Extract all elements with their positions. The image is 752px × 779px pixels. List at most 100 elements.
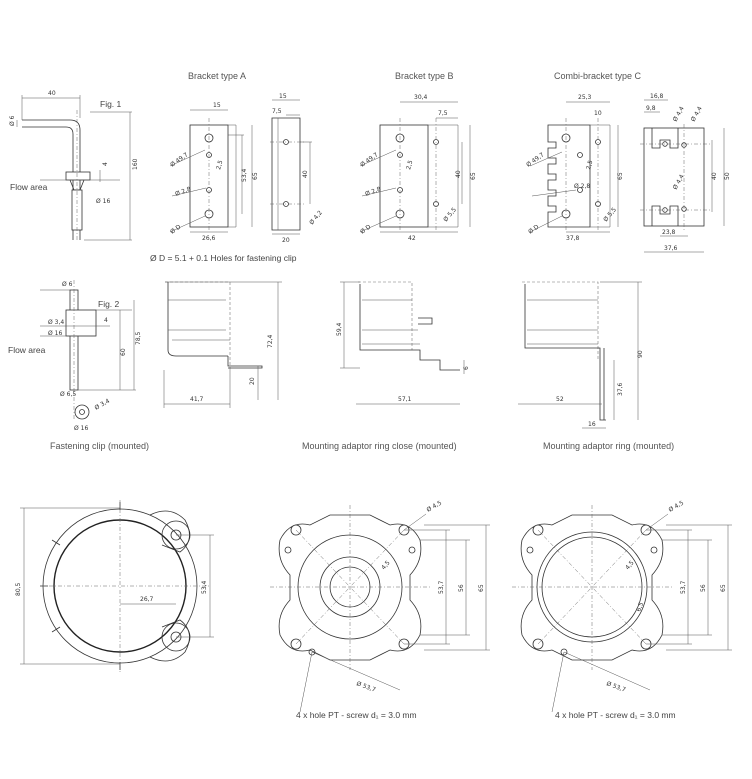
side-dim-59-4: 59,4	[336, 322, 343, 336]
ring-dim-6-5: 6,5	[635, 601, 645, 613]
bracket-a-dim-26-6: 26,6	[202, 235, 216, 242]
combi-c-dim-25-3: 25,3	[578, 94, 592, 101]
side-dim-20: 20	[249, 377, 256, 385]
combi-c-dim-65: 65	[617, 172, 624, 180]
fig2-dim-dia3-4-b: Ø 3,4	[94, 397, 112, 411]
combi-c-side	[640, 99, 725, 253]
bracket-a-dim-diaD: Ø D	[169, 223, 183, 235]
bracket-b-dim-7-5: 7,5	[438, 110, 448, 117]
fig2-dim-dia6-5: Ø 6,5	[60, 391, 76, 398]
combi-c-side-dim-40: 40	[711, 172, 718, 180]
side-dim-37-6: 37,6	[617, 382, 624, 396]
side-view-clip	[163, 281, 282, 408]
fig2-dim-dia6: Ø 6	[62, 281, 73, 288]
bracket-a-dim-dia2-8: Ø 2,8	[174, 186, 192, 198]
bracket-a-front	[169, 109, 253, 233]
title-combi-c: Combi-bracket type C	[554, 71, 642, 81]
bracket-a-side-dim-40: 40	[302, 170, 309, 178]
combi-c-side-dim-37-6: 37,6	[664, 245, 678, 252]
fig2-dim-dia3-4: Ø 3,4	[48, 319, 64, 326]
bracket-a-dim-53-4: 53,4	[241, 168, 248, 182]
title-fastening-clip: Fastening clip (mounted)	[50, 441, 149, 451]
fig2-dim-78-5: 78,5	[135, 331, 142, 345]
ring-dim-53-7: 53,7	[680, 580, 687, 594]
title-bracket-b: Bracket type B	[395, 71, 454, 81]
side-dim-41-7: 41,7	[190, 396, 204, 403]
side-dim-57-1: 57,1	[398, 396, 412, 403]
title-ring-close: Mounting adaptor ring close (mounted)	[302, 441, 457, 451]
fig2-dim-dia16: Ø 16	[48, 330, 62, 337]
title-ring: Mounting adaptor ring (mounted)	[543, 441, 674, 451]
ring-close-dim-4-5: 4,5	[380, 559, 392, 571]
fig1-dim-4: 4	[102, 162, 109, 166]
bracket-a-dim-65: 65	[252, 172, 259, 180]
combi-c-side-dim-dia4-4-a: Ø 4,4	[672, 105, 686, 123]
bracket-b-dim-65: 65	[470, 172, 477, 180]
fig1-dim-160: 160	[132, 158, 139, 170]
fig2-dim-4: 4	[104, 317, 108, 324]
fig1-label: Fig. 1	[100, 99, 122, 109]
bracket-b-dim-dia5-5: Ø 5,5	[442, 206, 458, 223]
bracket-a-side-dim-15: 15	[279, 93, 287, 100]
bracket-a-dim-2-5: 2,5	[215, 159, 224, 170]
screw-note-1: 4 x hole PT - screw d₁ = 3.0 mm	[296, 710, 417, 720]
flow-area-label-2: Flow area	[8, 345, 46, 355]
hole-note: Ø D = 5.1 + 0.1 Holes for fastening clip	[150, 253, 297, 263]
bracket-b-dim-42: 42	[408, 235, 416, 242]
fig1-dim-dia6: Ø 6	[9, 115, 16, 126]
combi-c-side-dim-16-8: 16,8	[650, 93, 664, 100]
bracket-b-dim-dia2-8: Ø 2,8	[364, 186, 382, 198]
bracket-a-side	[270, 99, 312, 235]
fig2-dim-60: 60	[120, 348, 127, 356]
fig2-label: Fig. 2	[98, 299, 120, 309]
bracket-a-dim-15: 15	[213, 102, 221, 109]
combi-c-dim-2-5: 2,5	[585, 159, 594, 170]
side-dim-52: 52	[556, 396, 564, 403]
bracket-b-front	[359, 101, 471, 233]
ring-dim-4-5: 4,5	[624, 559, 636, 571]
bracket-b-dim-30-4: 30,4	[414, 94, 428, 101]
fig2-probe	[40, 280, 136, 420]
ring-close-dim-dia53-7: Ø 53,7	[355, 680, 376, 693]
fig1-probe	[16, 95, 132, 241]
screw-note-2: 4 x hole PT - screw d₁ = 3.0 mm	[555, 710, 676, 720]
title-bracket-a: Bracket type A	[188, 71, 246, 81]
side-dim-90: 90	[637, 350, 644, 358]
bracket-a-side-dim-dia4-2: Ø 4,2	[308, 209, 324, 226]
ring-dim-65: 65	[720, 584, 727, 592]
side-view-ring-close	[340, 281, 465, 405]
fig2-dim-dia16-b: Ø 16	[74, 425, 88, 432]
ring-dim-dia4-5: Ø 4,5	[668, 499, 686, 513]
ring-close-dim-53-7: 53,7	[438, 580, 445, 594]
ring-dim-56: 56	[700, 584, 707, 592]
side-dim-72-4: 72,4	[267, 334, 274, 348]
flow-area-label-1: Flow area	[10, 182, 48, 192]
ring-close-dim-65: 65	[478, 584, 485, 592]
bracket-b-dim-2-5: 2,5	[405, 159, 414, 170]
combi-c-dim-dia49: Ø 49,7	[525, 151, 546, 168]
clip-dim-80-5: 80,5	[15, 582, 22, 596]
ring-close-dim-dia4-5: Ø 4,5	[426, 499, 444, 513]
combi-c-side-dim-23-8: 23,8	[662, 229, 676, 236]
combi-c-side-dim-9-8: 9,8	[646, 105, 656, 112]
bracket-b-dim-dia49: Ø 49,7	[359, 151, 380, 168]
ring-close-dim-56: 56	[458, 584, 465, 592]
bracket-a-side-dim-20: 20	[282, 237, 290, 244]
ring-top	[512, 505, 732, 713]
side-dim-16: 16	[588, 421, 596, 428]
ring-dim-dia53-7: Ø 53,7	[605, 680, 626, 693]
fig1-dim-dia16: Ø 16	[96, 198, 110, 205]
combi-c-dim-dia2-8: Ø 2,8	[574, 183, 590, 190]
combi-c-side-dim-dia4-4-b: Ø 4,4	[690, 105, 704, 123]
combi-c-side-dim-50: 50	[724, 172, 731, 180]
clip-dim-53-4: 53,4	[201, 580, 208, 594]
combi-c-dim-37-8: 37,8	[566, 235, 580, 242]
combi-c-dim-10: 10	[594, 110, 602, 117]
bracket-a-dim-dia49: Ø 49,7	[169, 151, 190, 168]
side-dim-6: 6	[463, 366, 470, 370]
fastening-clip-top	[20, 500, 214, 672]
fig1-dim-40: 40	[48, 90, 56, 97]
clip-dim-26-7: 26,7	[140, 596, 154, 603]
bracket-b-dim-40: 40	[455, 170, 462, 178]
